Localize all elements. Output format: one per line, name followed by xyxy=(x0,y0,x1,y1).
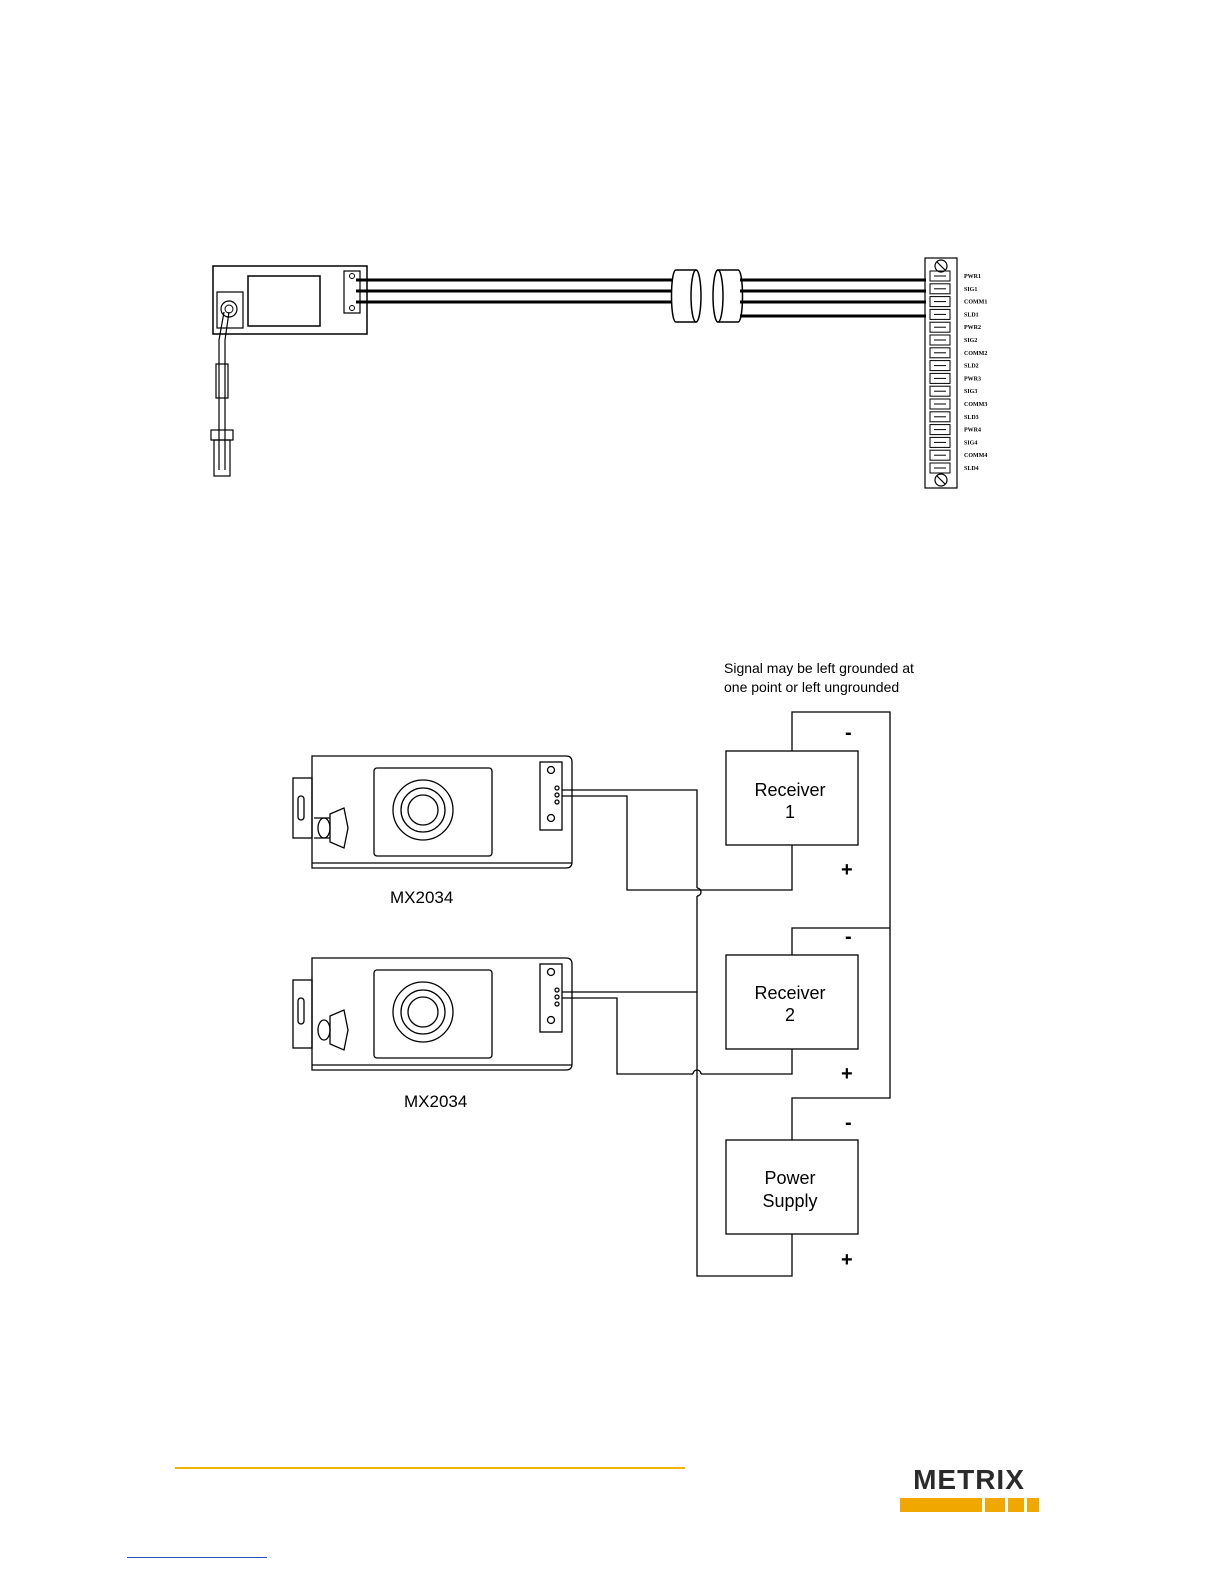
logo-bar xyxy=(900,1498,1039,1512)
receiver-2-minus: - xyxy=(845,926,852,948)
wiring-diagram: PWR1SIG1COMM1SLD1PWR2SIG2COMM2SLD2PWR3SI… xyxy=(0,0,1224,560)
receiver-1-number: 1 xyxy=(785,802,795,822)
receiver-2-number: 2 xyxy=(785,1005,795,1025)
power-supply-label-2: Supply xyxy=(762,1191,817,1211)
receiver-1-plus: + xyxy=(841,859,853,881)
terminal-label: SLD4 xyxy=(964,466,979,472)
device-label-2: MX2034 xyxy=(404,1092,467,1111)
terminal-label: PWR4 xyxy=(964,428,981,434)
mx2034-transmitter-2 xyxy=(293,958,572,1070)
terminal-label: COMM4 xyxy=(964,453,987,459)
footer-link-underline xyxy=(127,1557,267,1558)
cable-right xyxy=(740,280,926,316)
transmitter-housing xyxy=(213,266,367,334)
power-supply-plus: + xyxy=(841,1249,853,1271)
terminal-label: SLD1 xyxy=(964,312,979,318)
logo-text: METRIX xyxy=(898,1464,1040,1496)
logo-bar-segment xyxy=(1027,1498,1039,1512)
grounding-note-line1: Signal may be left grounded at xyxy=(724,660,914,676)
mx2034-transmitter-1 xyxy=(293,756,572,868)
footer-rule xyxy=(175,1467,685,1469)
terminal-label: COMM2 xyxy=(964,351,987,357)
power-supply-minus: - xyxy=(845,1112,852,1134)
probe xyxy=(211,312,233,476)
terminal-label: SIG4 xyxy=(964,440,977,446)
terminal-cells xyxy=(930,271,950,473)
cable-left xyxy=(356,280,676,302)
logo-bar-segment xyxy=(985,1498,1005,1512)
terminal-label: PWR1 xyxy=(964,274,981,280)
logo-bar-segment xyxy=(900,1498,982,1512)
terminal-label: PWR3 xyxy=(964,376,981,382)
metrix-logo: METRIX xyxy=(898,1464,1040,1514)
terminal-label: SIG1 xyxy=(964,287,977,293)
terminal-labels: PWR1SIG1COMM1SLD1PWR2SIG2COMM2SLD2PWR3SI… xyxy=(964,274,987,472)
terminal-label: COMM1 xyxy=(964,300,987,306)
system-wiring-diagram: Signal may be left grounded at one point… xyxy=(0,640,1224,1320)
receiver-2-label: Receiver xyxy=(754,983,825,1003)
terminal-label: COMM3 xyxy=(964,402,987,408)
power-supply-label: Power xyxy=(764,1168,815,1188)
receiver-2-plus: + xyxy=(841,1063,853,1085)
cable-break xyxy=(672,270,743,322)
terminal-label: SLD3 xyxy=(964,415,979,421)
receiver-1-label: Receiver xyxy=(754,780,825,800)
terminal-label: SIG3 xyxy=(964,389,977,395)
terminal-label: SIG2 xyxy=(964,338,977,344)
device-label-1: MX2034 xyxy=(390,888,453,907)
terminal-label: PWR2 xyxy=(964,325,981,331)
receiver-1-minus: - xyxy=(845,722,852,744)
grounding-note-line2: one point or left ungrounded xyxy=(724,679,899,695)
logo-bar-segment xyxy=(1008,1498,1024,1512)
terminal-label: SLD2 xyxy=(964,364,979,370)
